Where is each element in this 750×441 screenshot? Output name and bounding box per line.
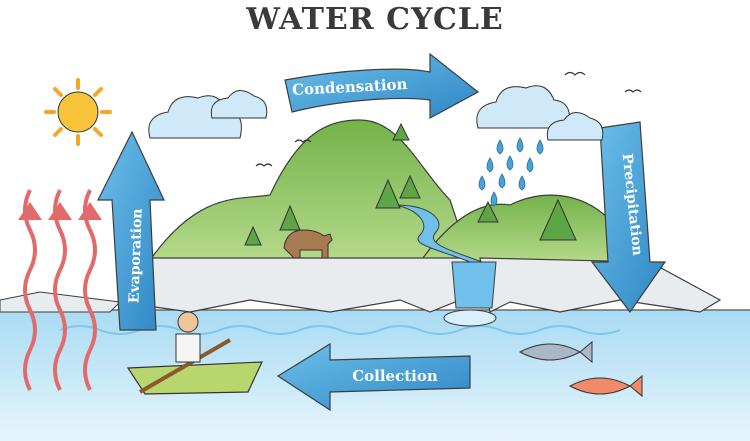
fish-icon bbox=[518, 340, 643, 398]
precipitation-arrow bbox=[590, 121, 667, 314]
cliff-right bbox=[479, 257, 722, 313]
evaporation-waves bbox=[23, 189, 97, 391]
pine-tree-icon bbox=[244, 122, 577, 246]
cloud-icon bbox=[148, 85, 604, 141]
birds bbox=[255, 71, 642, 167]
bear-icon bbox=[283, 229, 333, 259]
rower-head bbox=[177, 311, 199, 333]
rowboat-icon bbox=[126, 311, 263, 395]
sun-icon bbox=[44, 78, 112, 146]
hill-left bbox=[148, 119, 471, 261]
collection-label: Collection bbox=[352, 367, 438, 385]
raindrops bbox=[478, 137, 544, 207]
rower-body bbox=[175, 333, 201, 363]
oar bbox=[138, 338, 232, 394]
evaporation-arrow bbox=[97, 130, 165, 331]
cliff-left bbox=[118, 257, 471, 313]
waterfall-splash bbox=[443, 309, 497, 327]
condensation-arrow bbox=[284, 52, 480, 120]
collection-arrow bbox=[276, 342, 471, 412]
waterfall bbox=[451, 261, 497, 309]
evaporation-label: Evaporation bbox=[126, 208, 145, 303]
diagram-title: WATER CYCLE bbox=[246, 2, 504, 37]
heat-arrowheads bbox=[18, 202, 102, 220]
